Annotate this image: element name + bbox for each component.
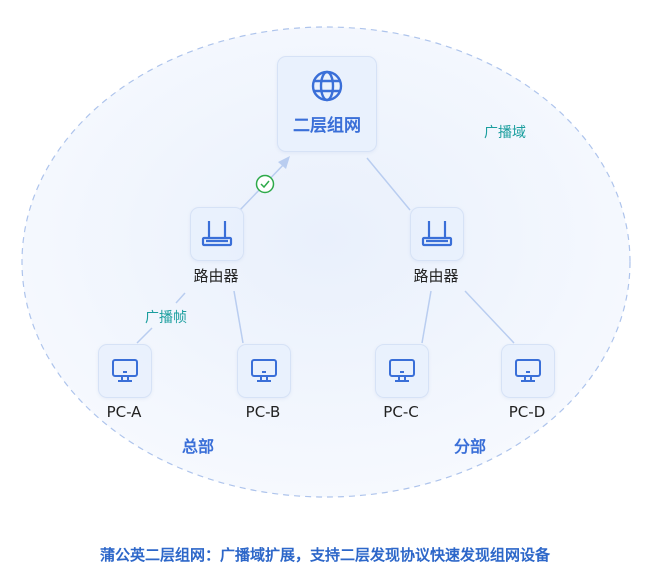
check-icon — [255, 174, 275, 194]
pc-b — [237, 344, 291, 398]
pc-b-label: PC-B — [245, 403, 281, 421]
router-right — [410, 207, 464, 261]
globe-icon — [311, 70, 343, 101]
router-left — [190, 207, 244, 261]
router-right-label: 路由器 — [413, 267, 459, 285]
pc-a — [98, 344, 152, 398]
monitor-icon — [112, 359, 138, 382]
arrow-head — [278, 156, 290, 169]
router-icon — [421, 221, 453, 247]
pc-d — [501, 344, 555, 398]
top-node-label: 二层组网 — [293, 115, 361, 136]
caption: 蒲公英二层组网：广播域扩展，支持二层发现协议快速发现组网设备 — [99, 546, 550, 564]
headquarters-label: 总部 — [181, 437, 215, 456]
layer2-network-node: 二层组网 — [277, 56, 377, 152]
pc-a-label: PC-A — [106, 403, 142, 421]
broadcast-domain-label: 广播域 — [484, 125, 526, 141]
link-right-router-pcd — [464, 290, 515, 344]
router-left-label: 路由器 — [193, 267, 239, 285]
pc-c-label: PC-C — [383, 403, 419, 421]
branch-label: 分部 — [453, 437, 487, 456]
monitor-icon — [515, 359, 541, 382]
pc-c — [375, 344, 429, 398]
monitor-icon — [389, 359, 415, 382]
router-icon — [201, 221, 233, 247]
link-top-right-router — [366, 157, 411, 211]
broadcast-frame-label: 广播帧 — [145, 310, 187, 326]
link-left-router-pcb — [233, 290, 244, 344]
broadcast-domain-ellipse — [21, 26, 631, 498]
monitor-icon — [251, 359, 277, 382]
pc-d-label: PC-D — [508, 403, 546, 421]
link-left-router-pca-1 — [175, 292, 186, 304]
link-left-router-pca-2 — [136, 327, 153, 344]
link-right-router-pcc — [421, 290, 432, 344]
